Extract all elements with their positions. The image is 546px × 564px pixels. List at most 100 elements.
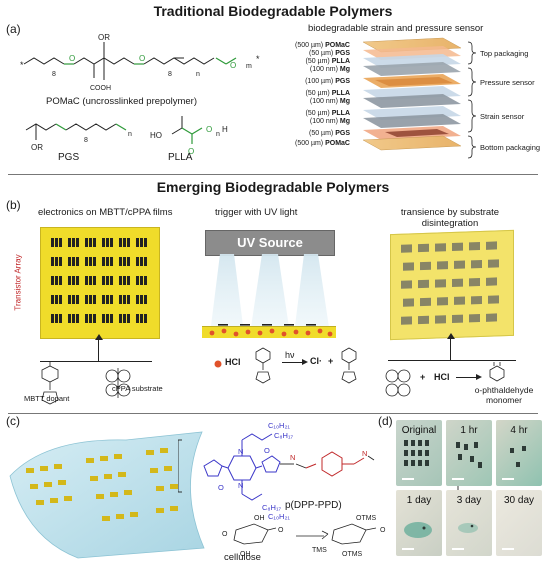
pgs-name: PGS bbox=[58, 152, 80, 163]
transistor-electrode bbox=[140, 276, 143, 285]
dissolving-device bbox=[435, 279, 446, 288]
uv-film-dots bbox=[209, 324, 333, 337]
cppa-fragment bbox=[385, 369, 411, 397]
pomac-structure: * O O O OR COOH 8 8 n m * bbox=[20, 33, 260, 92]
transistor-array-film bbox=[40, 227, 160, 339]
mbtt-cppa-structures bbox=[41, 362, 131, 405]
photo-4hr: 4 hr bbox=[496, 420, 542, 486]
dissolving-device bbox=[435, 243, 446, 252]
transistor-electrode bbox=[140, 295, 143, 304]
cellulose-device bbox=[40, 466, 48, 471]
transistor-electrode bbox=[106, 257, 109, 266]
photo-3day: 3 day bbox=[446, 490, 492, 556]
sensor-title: biodegradable strain and pressure sensor bbox=[308, 23, 484, 34]
transistor-electrode bbox=[72, 257, 75, 266]
cellulose-otms-1: OTMS bbox=[356, 515, 377, 522]
dissolving-device bbox=[435, 315, 446, 324]
transistor-electrode bbox=[76, 295, 79, 304]
arrow-stem-3 bbox=[450, 336, 451, 360]
pgs-n8: 8 bbox=[84, 137, 88, 144]
dissolving-device bbox=[452, 242, 463, 251]
transistor-electrode bbox=[93, 257, 96, 266]
mbtt-molecule-1 bbox=[255, 347, 271, 384]
layer-mg-3 bbox=[363, 114, 461, 128]
c8h17-bottom: C₈H₁₇ bbox=[262, 503, 281, 512]
photo-label-1day: 1 day bbox=[406, 495, 432, 506]
ppd-n-right: N bbox=[362, 449, 367, 458]
layer-material: Mg bbox=[339, 118, 350, 125]
dpp-n-top: N bbox=[238, 447, 243, 456]
layer-thickness: (100 nm) bbox=[309, 118, 338, 125]
transistor-electrode bbox=[51, 276, 54, 285]
dissolving-device bbox=[401, 316, 412, 325]
layer-label: (100 nm) Mg bbox=[272, 118, 350, 125]
layer-material: PGS bbox=[335, 130, 350, 137]
uv-source-box: UV Source bbox=[205, 230, 335, 256]
cellulose-device bbox=[170, 484, 178, 489]
transistor-grid bbox=[51, 238, 147, 323]
cellulose-device bbox=[104, 474, 112, 479]
dissolving-device bbox=[420, 261, 431, 271]
product-label: o-phthaldehyde monomer bbox=[474, 385, 534, 405]
group-top-packaging: Top packaging bbox=[480, 49, 529, 58]
pgs-or-label: OR bbox=[31, 143, 43, 152]
group-braces bbox=[467, 41, 477, 159]
transistor-electrode bbox=[123, 314, 126, 323]
transistor-electrode bbox=[110, 238, 113, 247]
transistor-electrode bbox=[55, 276, 58, 285]
layer-thickness: (100 nm) bbox=[309, 98, 338, 105]
transistor-electrode bbox=[102, 314, 105, 323]
dpp-n-bottom: N bbox=[238, 481, 243, 490]
transistor-electrode bbox=[127, 257, 130, 266]
photo-label-4hr: 4 hr bbox=[510, 425, 528, 436]
dissolving-device bbox=[403, 298, 414, 307]
hcl-label-1: HCl bbox=[225, 357, 241, 367]
transistor-electrode bbox=[89, 257, 92, 266]
transistor-electrode bbox=[85, 295, 88, 304]
cellulose-label: cellulose bbox=[224, 552, 261, 563]
layer-thickness: (500 µm) bbox=[294, 140, 324, 147]
layer-pomac-bottom bbox=[362, 135, 462, 151]
dpp-o-top: O bbox=[264, 446, 270, 455]
dissolving-device bbox=[452, 278, 463, 287]
photo-1hr: 1 hr bbox=[446, 420, 492, 486]
transistor-electrode bbox=[140, 238, 143, 247]
transistor-electrode bbox=[123, 295, 126, 304]
transistor-electrode bbox=[89, 314, 92, 323]
layer-material: PGS bbox=[335, 50, 350, 57]
transistor-electrode bbox=[68, 295, 71, 304]
section-b-title: Emerging Biodegradable Polymers bbox=[156, 179, 390, 195]
layer-label: (100 µm) PGS bbox=[272, 78, 350, 85]
transistor-electrode bbox=[89, 238, 92, 247]
group-pressure-sensor: Pressure sensor bbox=[480, 78, 535, 87]
transistor-electrode bbox=[68, 314, 71, 323]
cellulose-oh-1: OH bbox=[254, 515, 265, 522]
cellulose-o-2: O bbox=[278, 527, 284, 534]
transistor-electrode bbox=[106, 238, 109, 247]
dissolving-device bbox=[469, 242, 480, 251]
layer-thickness: (100 µm) bbox=[305, 78, 334, 85]
transistor-electrode bbox=[59, 295, 62, 304]
dissolving-device bbox=[401, 280, 412, 289]
c8h17-top: C₈H₁₇ bbox=[274, 431, 293, 440]
transistor-electrode bbox=[59, 257, 62, 266]
transistor-electrode bbox=[102, 238, 105, 247]
plla-h: H bbox=[222, 125, 228, 134]
transistor-electrode bbox=[119, 238, 122, 247]
arrow-stem-1 bbox=[98, 337, 99, 361]
cellulose-device bbox=[54, 464, 62, 469]
dissolving-device bbox=[437, 297, 448, 306]
svg-text:O: O bbox=[69, 54, 75, 63]
transistor-electrode bbox=[119, 257, 122, 266]
transistor-electrode bbox=[68, 238, 71, 247]
cl-radical-label: Cl· bbox=[310, 356, 322, 366]
reaction-arrow-2 bbox=[456, 377, 478, 378]
cellulose-oh-2: OH bbox=[240, 551, 251, 558]
cellulose-device bbox=[130, 512, 138, 517]
cellulose-device bbox=[102, 516, 110, 521]
transistor-electrode bbox=[51, 257, 54, 266]
flexible-cellulose-substrate bbox=[9, 431, 205, 559]
hcl-dot-icon bbox=[214, 360, 222, 368]
dissolving-device bbox=[452, 314, 463, 323]
reaction-arrow-1 bbox=[282, 362, 304, 363]
